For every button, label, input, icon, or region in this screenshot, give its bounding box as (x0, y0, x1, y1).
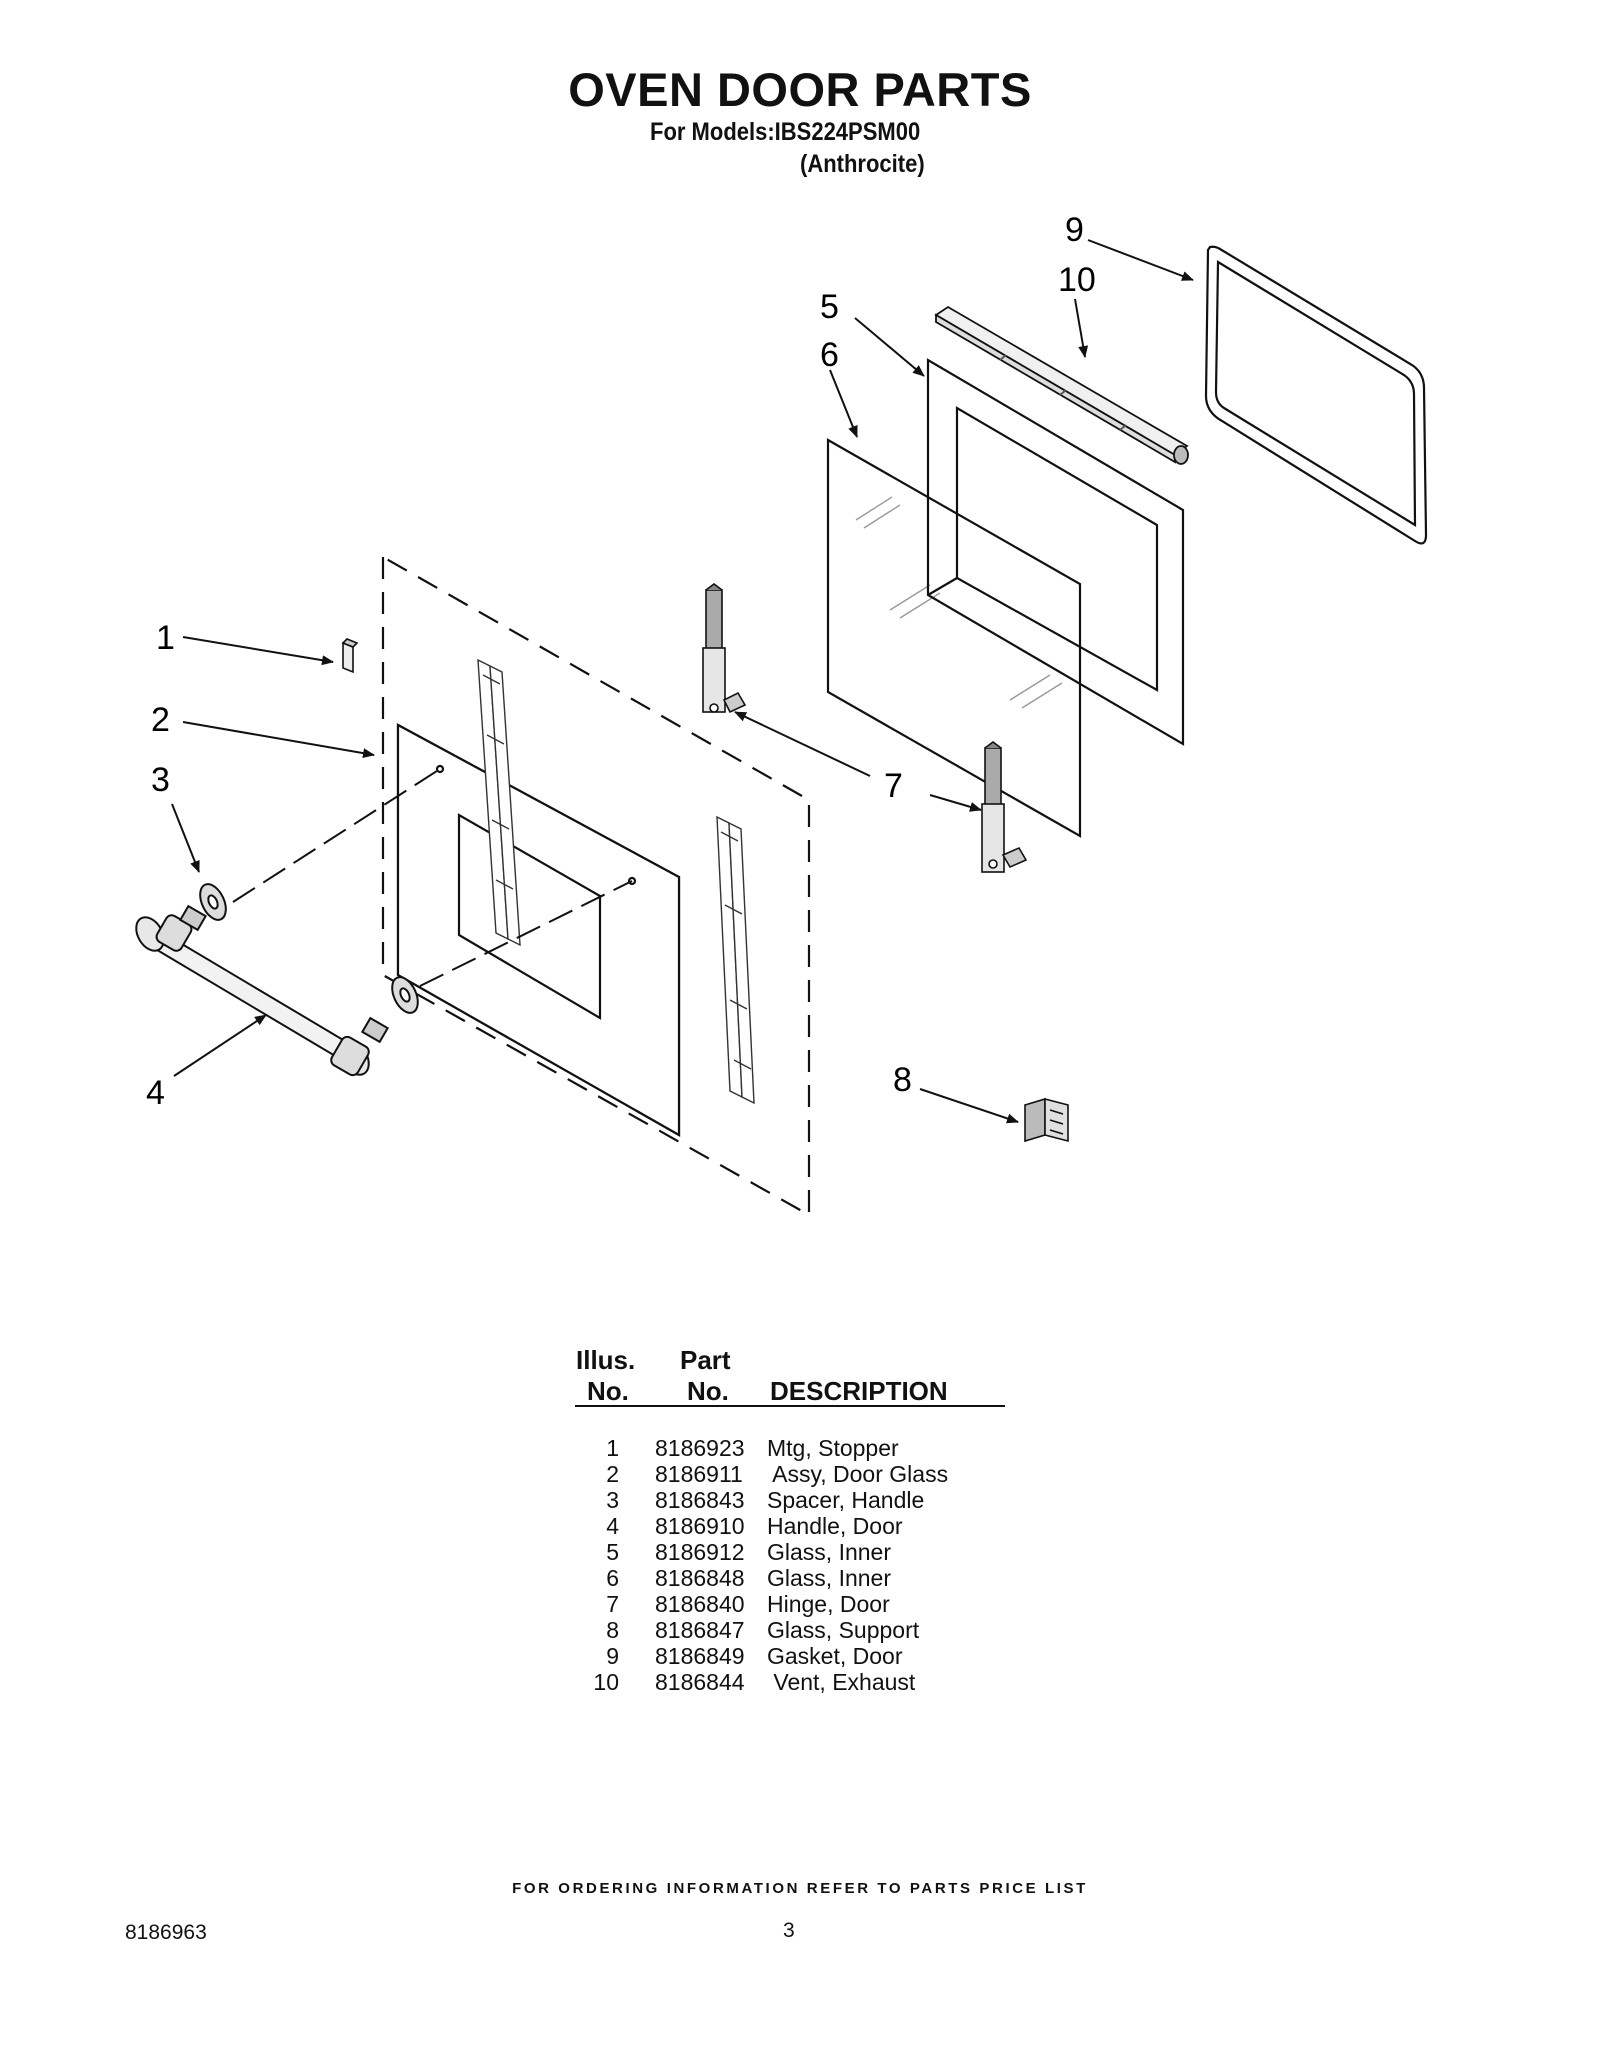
inner-glass-5 (926, 358, 1185, 746)
door-gasket (1204, 245, 1428, 545)
part-no: 8186911 (655, 1461, 743, 1487)
illus-no: 7 (606, 1591, 619, 1617)
part-no: 8186923 (655, 1435, 745, 1461)
illus-no: 1 (606, 1435, 619, 1461)
header-illus-top: Illus. (576, 1345, 636, 1375)
leader-lines (171, 239, 1194, 1124)
part-description: Handle, Door (767, 1513, 903, 1539)
callout-10: 10 (1058, 261, 1096, 299)
callout-8: 8 (893, 1061, 912, 1099)
part-description: Gasket, Door (767, 1643, 903, 1669)
table-row: 7 8186840 Hinge, Door (575, 1591, 1005, 1617)
mtg-stopper (341, 638, 359, 674)
illus-no: 10 (593, 1669, 619, 1695)
part-no: 8186844 (655, 1669, 745, 1695)
table-row: 2 8186911 Assy, Door Glass (575, 1461, 1005, 1487)
part-description: Vent, Exhaust (767, 1669, 916, 1695)
callout-9: 9 (1065, 211, 1084, 249)
callout-5: 5 (820, 288, 839, 326)
exploded-parts-diagram: 9 10 5 6 1 2 3 4 7 8 (135, 211, 1428, 1217)
illus-no: 5 (606, 1539, 619, 1565)
part-description: Spacer, Handle (767, 1487, 925, 1513)
door-side-channel-left (477, 658, 521, 947)
table-row: 6 8186848 Glass, Inner (575, 1565, 1005, 1591)
part-no: 8186848 (655, 1565, 745, 1591)
header-illus-bottom: No. (587, 1376, 629, 1406)
part-no: 8186912 (655, 1539, 745, 1565)
door-outline-dashed (381, 555, 811, 1217)
part-description: Glass, Support (767, 1617, 920, 1643)
part-description: Glass, Inner (767, 1565, 891, 1591)
header-rule (575, 1405, 1005, 1407)
models-line: For Models:IBS224PSM00 (650, 118, 921, 146)
header-description: DESCRIPTION (770, 1376, 948, 1406)
illus-no: 4 (606, 1513, 619, 1539)
callout-numbers: 9 10 5 6 1 2 3 4 7 8 (146, 211, 1096, 1112)
door-side-channel-right (716, 815, 755, 1105)
part-no: 8186910 (655, 1513, 745, 1539)
inner-glass-6 (826, 438, 1082, 838)
callout-1: 1 (156, 619, 175, 657)
illus-no: 9 (606, 1643, 619, 1669)
door-glass-panel (396, 723, 681, 1137)
door-hinge-left (702, 583, 747, 714)
table-row: 5 8186912 Glass, Inner (575, 1539, 1005, 1565)
part-description: Glass, Inner (767, 1539, 891, 1565)
callout-6: 6 (820, 336, 839, 374)
part-no: 8186843 (655, 1487, 745, 1513)
callout-7: 7 (884, 767, 903, 805)
glass-support (1024, 1097, 1069, 1143)
handle-centerline (232, 768, 633, 987)
table-row: 9 8186849 Gasket, Door (575, 1643, 1005, 1669)
table-row: 10 8186844 Vent, Exhaust (575, 1669, 1005, 1695)
callout-4: 4 (146, 1074, 165, 1112)
part-description: Mtg, Stopper (767, 1435, 899, 1461)
illus-no: 2 (606, 1461, 619, 1487)
vent-exhaust (934, 305, 1189, 465)
part-no: 8186840 (655, 1591, 745, 1617)
part-no: 8186849 (655, 1643, 745, 1669)
table-row: 3 8186843 Spacer, Handle (575, 1487, 1005, 1513)
callout-3: 3 (151, 761, 170, 799)
door-hinge-right (981, 741, 1028, 873)
page-title: OVEN DOOR PARTS (568, 63, 1032, 116)
illus-no: 6 (606, 1565, 619, 1591)
page-number: 3 (783, 1919, 795, 1942)
callout-2: 2 (151, 701, 170, 739)
header-part-top: Part (680, 1345, 731, 1375)
document-number: 8186963 (125, 1921, 207, 1944)
table-row: 8 8186847 Glass, Support (575, 1617, 1005, 1643)
handle-spacer (199, 883, 419, 1014)
color-line: (Anthrocite) (800, 150, 925, 178)
door-handle (135, 904, 390, 1077)
part-description: Assy, Door Glass (767, 1461, 949, 1487)
ordering-note: FOR ORDERING INFORMATION REFER TO PARTS … (512, 1880, 1088, 1897)
part-no: 8186847 (655, 1617, 745, 1643)
part-description: Hinge, Door (767, 1591, 890, 1617)
table-row: 4 8186910 Handle, Door (575, 1513, 1005, 1539)
header-part-bottom: No. (687, 1376, 729, 1406)
illus-no: 3 (606, 1487, 619, 1513)
table-row: 1 8186923 Mtg, Stopper (575, 1435, 1005, 1461)
illus-no: 8 (606, 1617, 619, 1643)
